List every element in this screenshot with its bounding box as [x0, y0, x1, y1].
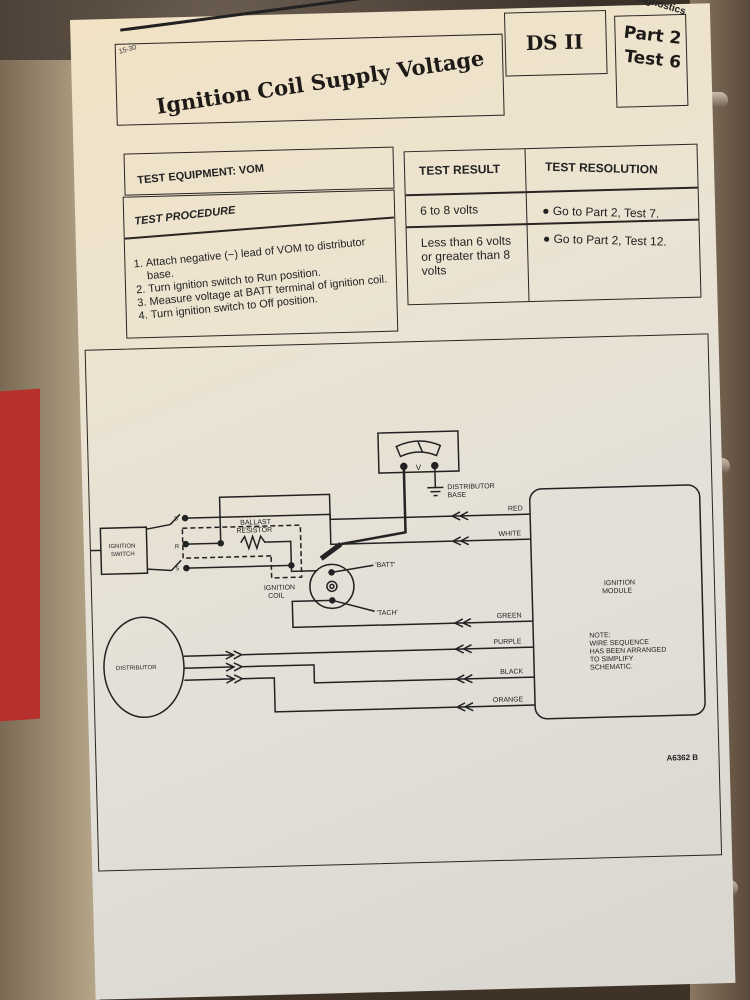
schematic-frame: V DISTRIBUTOR BASE IGNITION SWITCH S: [84, 333, 723, 872]
ignition-coil-icon: [309, 563, 355, 610]
distributor-icon: [103, 616, 185, 719]
module-note: SCHEMATIC.: [590, 663, 633, 671]
module-note: HAS BEEN ARRANGED: [590, 647, 667, 656]
procedure-box: TEST PROCEDURE Attach negative (−) lead …: [122, 189, 400, 339]
tach-label: 'TACH': [377, 610, 398, 618]
diagnostic-code: DS II: [525, 29, 584, 56]
wire-label-black: BLACK: [500, 668, 523, 676]
equipment-box: TEST EQUIPMENT: VOM: [123, 146, 395, 196]
module-label: MODULE: [602, 587, 632, 595]
ignition-switch-box: [99, 526, 149, 576]
terminal-r: R: [175, 544, 180, 550]
terminal-s: S: [174, 516, 178, 522]
terminal-s: S: [175, 566, 179, 572]
manual-page: 15-30 Diagnostics Ignition Coil Supply V…: [70, 0, 736, 1000]
red-wire: [218, 493, 531, 544]
resolution-cell: ● Go to Part 2, Test 12.: [542, 231, 667, 249]
module-note: NOTE:: [589, 632, 611, 640]
purple-wire: [241, 646, 534, 656]
resistor-label: BALLAST: [240, 519, 272, 527]
switch-label: IGNITION: [109, 543, 136, 550]
coil-label: COIL: [268, 593, 285, 600]
code-box: DS II: [503, 9, 608, 77]
test-equipment: TEST EQUIPMENT: VOM: [136, 162, 265, 187]
meter-label: V: [416, 463, 422, 472]
connector-icons: [450, 511, 474, 712]
wire-label-purple: PURPLE: [493, 638, 522, 646]
title-box: Ignition Coil Supply Voltage: [114, 33, 505, 126]
module-note: WIRE SEQUENCE: [589, 639, 649, 648]
resolution-text: Go to Part 2, Test 7.: [552, 203, 660, 221]
wire-label-white: WHITE: [499, 530, 522, 538]
ground-label: DISTRIBUTOR: [447, 483, 494, 491]
ignition-module-box: [528, 484, 706, 720]
procedure-steps: Attach negative (−) lead of VOM to distr…: [131, 233, 400, 323]
switch-label: SWITCH: [111, 551, 135, 558]
resistor-label: RESISTOR: [236, 527, 272, 535]
results-table: TEST RESULT TEST RESOLUTION 6 to 8 volts…: [403, 143, 702, 306]
red-section-tab: [0, 388, 40, 722]
resolution-text: Go to Part 2, Test 12.: [553, 231, 667, 249]
distributor-label: DISTRIBUTOR: [116, 665, 157, 672]
green-wire: [291, 599, 533, 629]
figure-reference: A6362 B: [666, 752, 699, 763]
procedure-header: TEST PROCEDURE: [133, 204, 236, 228]
part-label: Part 2: [622, 22, 683, 49]
part-test-box: Part 2 Test 6: [614, 13, 689, 108]
black-wire: [241, 664, 535, 684]
ground-icon: [427, 465, 444, 497]
result-cell: Less than 6 volts or greater than 8 volt…: [420, 233, 512, 278]
wire-label-green: GREEN: [497, 612, 522, 620]
module-label: IGNITION: [604, 579, 635, 587]
schematic-diagram: V DISTRIBUTOR BASE IGNITION SWITCH S: [90, 430, 706, 720]
page-title: Ignition Coil Supply Voltage: [154, 45, 486, 119]
voltmeter-icon: V: [377, 430, 460, 474]
test-result-header: TEST RESULT: [418, 161, 501, 178]
orange-wire: [242, 677, 536, 713]
wire-label-red: RED: [508, 505, 523, 512]
ground-label: BASE: [447, 492, 466, 499]
test-resolution-header: TEST RESOLUTION: [544, 159, 658, 177]
test-label: Test 6: [623, 46, 683, 73]
probe-icon: [319, 542, 343, 561]
module-note: TO SIMPLIFY: [590, 655, 634, 663]
result-cell: 6 to 8 volts: [419, 202, 479, 218]
wire-label-orange: ORANGE: [493, 696, 524, 704]
resolution-cell: ● Go to Part 2, Test 7.: [542, 203, 660, 221]
coil-label: IGNITION: [264, 584, 295, 592]
batt-label: 'BATT': [375, 562, 395, 570]
